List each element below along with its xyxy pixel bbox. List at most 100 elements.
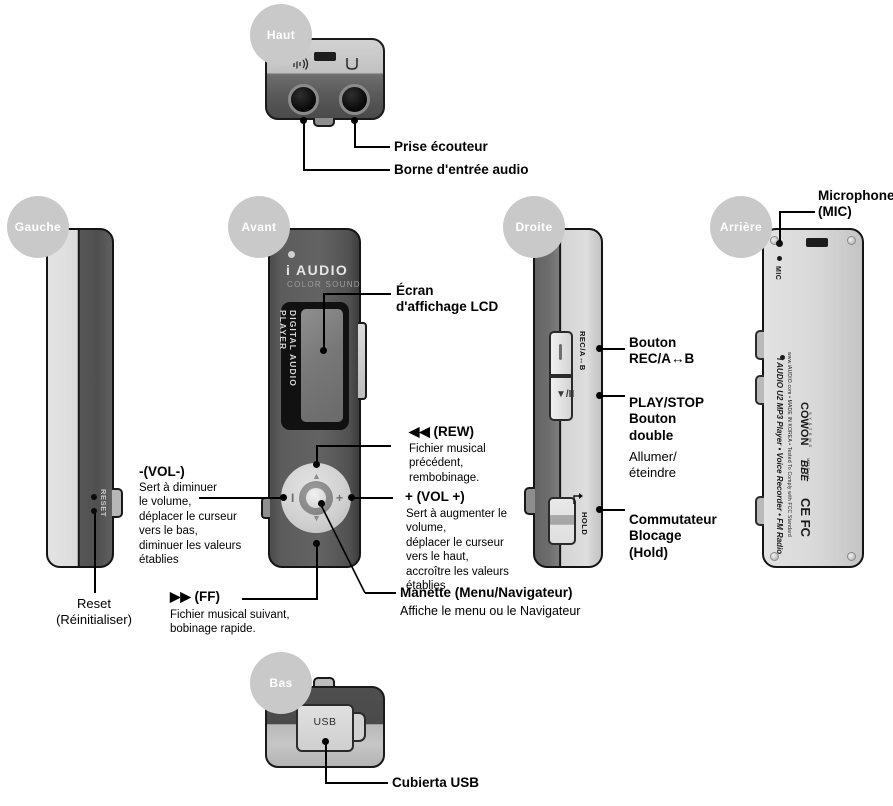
headphone-icon-svg (346, 58, 358, 70)
leader-line-ff-h (242, 598, 318, 600)
leader-line-lcd-h (323, 293, 391, 295)
callout-volplus-title: + (VOL +) (405, 489, 465, 504)
callout-volplus-body: Sert à augmenter le volume, déplacer le … (406, 508, 509, 592)
callout-ff-title: ▶▶ (FF) (170, 589, 220, 604)
microphone-dot (777, 256, 782, 261)
leader-line-rew-v (316, 446, 318, 464)
back-side-nub-mid (755, 375, 764, 405)
back-print-cowon-sub: S Y S T E M S (808, 412, 813, 448)
screw-top-right (847, 236, 856, 245)
brand-dot (288, 251, 295, 258)
back-strap-slot (806, 238, 828, 247)
leader-line-ff-v (316, 543, 318, 599)
headphone-jack (339, 84, 370, 115)
leader-line-volplus (351, 497, 393, 499)
callout-microphone: Microphone (MIC) (818, 188, 893, 220)
mic-engraving: MIC (774, 266, 781, 281)
leader-line-usb-v (325, 741, 327, 783)
microphone-hole (776, 240, 783, 247)
back-print-bbe: BBE (798, 460, 809, 482)
leader-line-audio-in-v (303, 120, 305, 170)
view-label-top: Haut (266, 28, 296, 42)
screw-bottom-right (847, 552, 856, 561)
view-bubble-right: Droite (503, 196, 565, 258)
rec-ab-button[interactable] (549, 331, 573, 376)
view-label-bottom: Bas (269, 676, 293, 690)
callout-ff-body: Fichier musical suivant, bobinage rapide… (170, 609, 290, 636)
view-bubble-left: Gauche (7, 196, 69, 258)
headphone-icon (345, 57, 359, 74)
dpad-volume-minus[interactable]: I (291, 491, 295, 505)
leader-line-play (599, 395, 625, 397)
leader-line-rew-h (316, 445, 391, 447)
hold-engraving: HOLD (580, 512, 589, 536)
leader-dot-volminus (280, 494, 287, 501)
top-view-nub (313, 118, 335, 127)
leader-line-headphone-h (354, 146, 390, 148)
leader-line-hold (599, 509, 625, 511)
left-view-side-button (112, 488, 123, 518)
leader-dot-rew (313, 461, 320, 468)
dpad-up-arrow[interactable]: ▲ (312, 471, 321, 481)
reset-hole-lower (91, 508, 97, 514)
lcd-screen (301, 309, 343, 422)
bottom-view-nub (313, 677, 335, 687)
callout-borne-entree-audio: Borne d'entrée audio (394, 162, 529, 177)
lcd-side-print: DIGITAL AUDIO PLAYER (278, 310, 298, 387)
leader-line-audio-in-h (303, 169, 390, 171)
leader-line-usb-h (325, 782, 388, 784)
view-label-front: Avant (241, 220, 277, 234)
device-back-view (762, 228, 864, 568)
brand-iaudio-logo: i AUDIO (286, 262, 349, 278)
usb-label: USB (313, 716, 337, 728)
view-bubble-top: Haut (250, 4, 312, 66)
dpad-volume-plus[interactable]: + (336, 491, 344, 505)
callout-rew-title: ◀◀ (REW) (409, 424, 475, 439)
leader-line-joystick (320, 504, 366, 594)
back-side-nub-lower (755, 496, 764, 526)
play-stop-glyph: ▼/II (556, 389, 575, 400)
callout-volminus-body: Sert à diminuer le volume, déplacer le c… (139, 482, 242, 566)
right-view-side-nub (524, 487, 535, 515)
dpad-down-arrow[interactable]: ▼ (312, 513, 321, 523)
play-stop-button[interactable] (549, 376, 573, 421)
view-bubble-bottom: Bas (250, 652, 312, 714)
callout-joystick-title: Manette (Menu/Navigateur) (400, 585, 573, 600)
leader-line-mic-v (779, 212, 781, 242)
callout-play-body: Allumer/ éteindre (629, 449, 677, 481)
rec-button-groove (559, 344, 562, 360)
rec-ab-engraving: REC/A↔B (578, 331, 587, 371)
usb-cover[interactable] (296, 704, 354, 752)
back-print-bbe-sub: MP3 Sound (806, 458, 811, 479)
back-print-bullet (780, 355, 785, 360)
leader-line-mic-h (779, 211, 815, 213)
callout-hold-title: Commutateur Blocage (Hold) (629, 512, 717, 560)
back-print-line2: i AUDIO U2 MP3 Player • Voice Recorder •… (775, 358, 784, 555)
view-bubble-front: Avant (228, 196, 290, 258)
callout-reset: Reset (Réinitialiser) (56, 596, 132, 628)
screw-bottom-left (770, 552, 779, 561)
leader-line-headphone-v (354, 120, 356, 147)
hold-switch[interactable] (548, 497, 576, 545)
callout-joystick-body: Affiche le menu ou le Navigateur (400, 604, 581, 618)
device-left-view (46, 228, 114, 568)
callout-prise-ecouteur: Prise écouteur (394, 139, 488, 154)
callout-rew-body: Fichier musical précédent, rembobinage. (409, 443, 486, 484)
leader-line-joystick-h (365, 592, 396, 594)
front-view-right-side-button (358, 322, 367, 400)
leader-line-lcd-v (323, 294, 325, 350)
view-bubble-back: Arrière (710, 196, 772, 258)
usb-cover-tab[interactable] (352, 712, 366, 742)
callout-rec-title: Bouton REC/A↔B (629, 335, 695, 367)
callout-volminus-title: -(VOL-) (139, 464, 185, 479)
back-print-line1: www.iAUDIO.com • MADE IN KOREA • Tested … (786, 352, 792, 537)
callout-cubierta-usb: Cubierta USB (392, 775, 480, 790)
back-print-certification-marks: CE FC (798, 498, 813, 537)
top-strap-slot (314, 52, 336, 61)
audio-input-jack (288, 84, 319, 115)
leader-line-rec (599, 348, 625, 350)
back-side-nub-upper (755, 330, 764, 360)
callout-play-title: PLAY/STOP Bouton double (629, 395, 705, 443)
brand-tagline: COLOR SOUND (287, 280, 361, 289)
